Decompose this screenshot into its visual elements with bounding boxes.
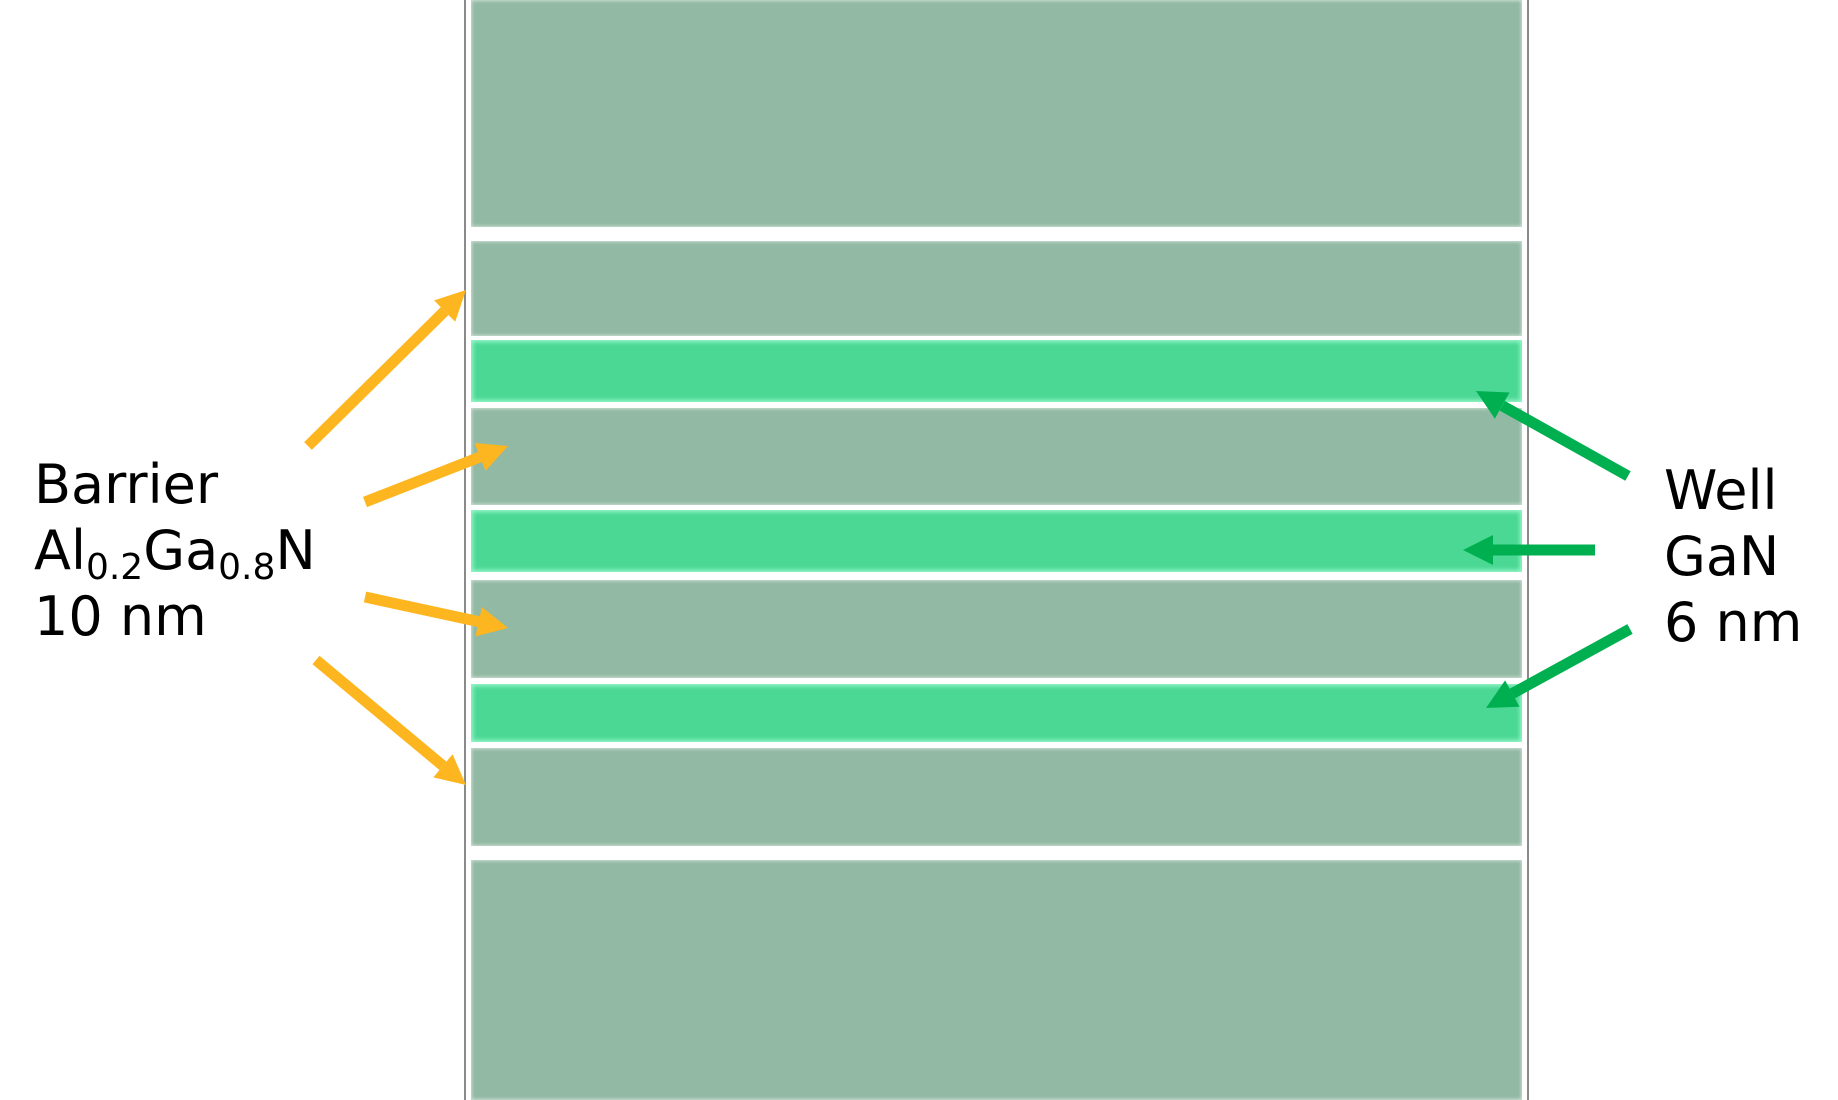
well-thickness: 6 nm: [1664, 591, 1803, 654]
barrier-label: Barrier Al0.2Ga0.8N 10 nm: [34, 452, 316, 650]
barrier-layer: [471, 408, 1522, 505]
barrier-label-title: Barrier: [34, 453, 219, 516]
well-label: Well GaN 6 nm: [1664, 458, 1802, 656]
barrier-layer: [471, 748, 1522, 846]
barrier-layer: [471, 860, 1522, 1100]
well-composition: GaN: [1664, 525, 1780, 588]
barrier-layer: [471, 580, 1522, 678]
barrier-composition: Al0.2Ga0.8N: [34, 519, 316, 588]
well-layer: [471, 510, 1522, 572]
barrier-arrow-icon: [312, 655, 466, 785]
stack-left-border: [464, 0, 466, 1100]
barrier-arrow-icon: [304, 290, 466, 450]
barrier-layer: [471, 241, 1522, 336]
barrier-thickness: 10 nm: [34, 585, 207, 648]
stack-right-border: [1527, 0, 1529, 1100]
well-layer: [471, 340, 1522, 402]
well-layer: [471, 684, 1522, 742]
barrier-layer: [471, 0, 1522, 227]
well-label-title: Well: [1664, 459, 1778, 522]
